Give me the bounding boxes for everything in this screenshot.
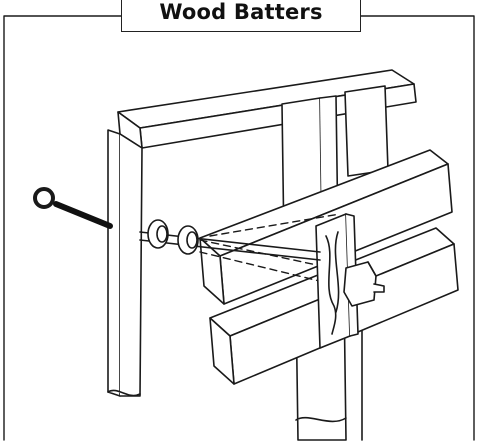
title-box: Wood Batters	[121, 0, 361, 32]
outer-border	[3, 15, 475, 441]
ring-handle-icon	[33, 187, 113, 229]
threaded-rod	[139, 219, 321, 261]
left-stake	[107, 129, 143, 397]
diagram-title: Wood Batters	[159, 0, 323, 24]
bracket-block	[343, 261, 385, 307]
